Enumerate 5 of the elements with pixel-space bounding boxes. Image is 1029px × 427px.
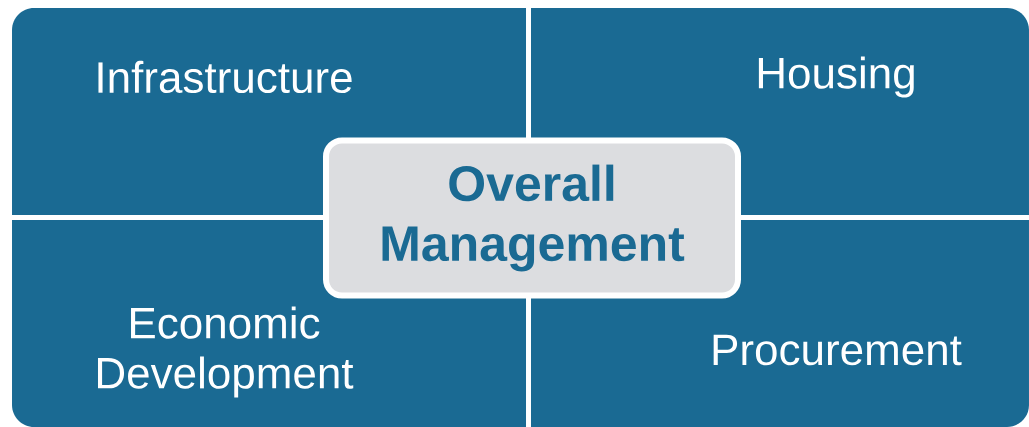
center-box: Overall Management — [323, 137, 741, 299]
node-text: Procurement — [713, 334, 962, 366]
node-text: Economic Development — [97, 306, 354, 398]
node-text: Infrastructure — [98, 60, 352, 94]
node-text: Housing — [758, 56, 914, 98]
